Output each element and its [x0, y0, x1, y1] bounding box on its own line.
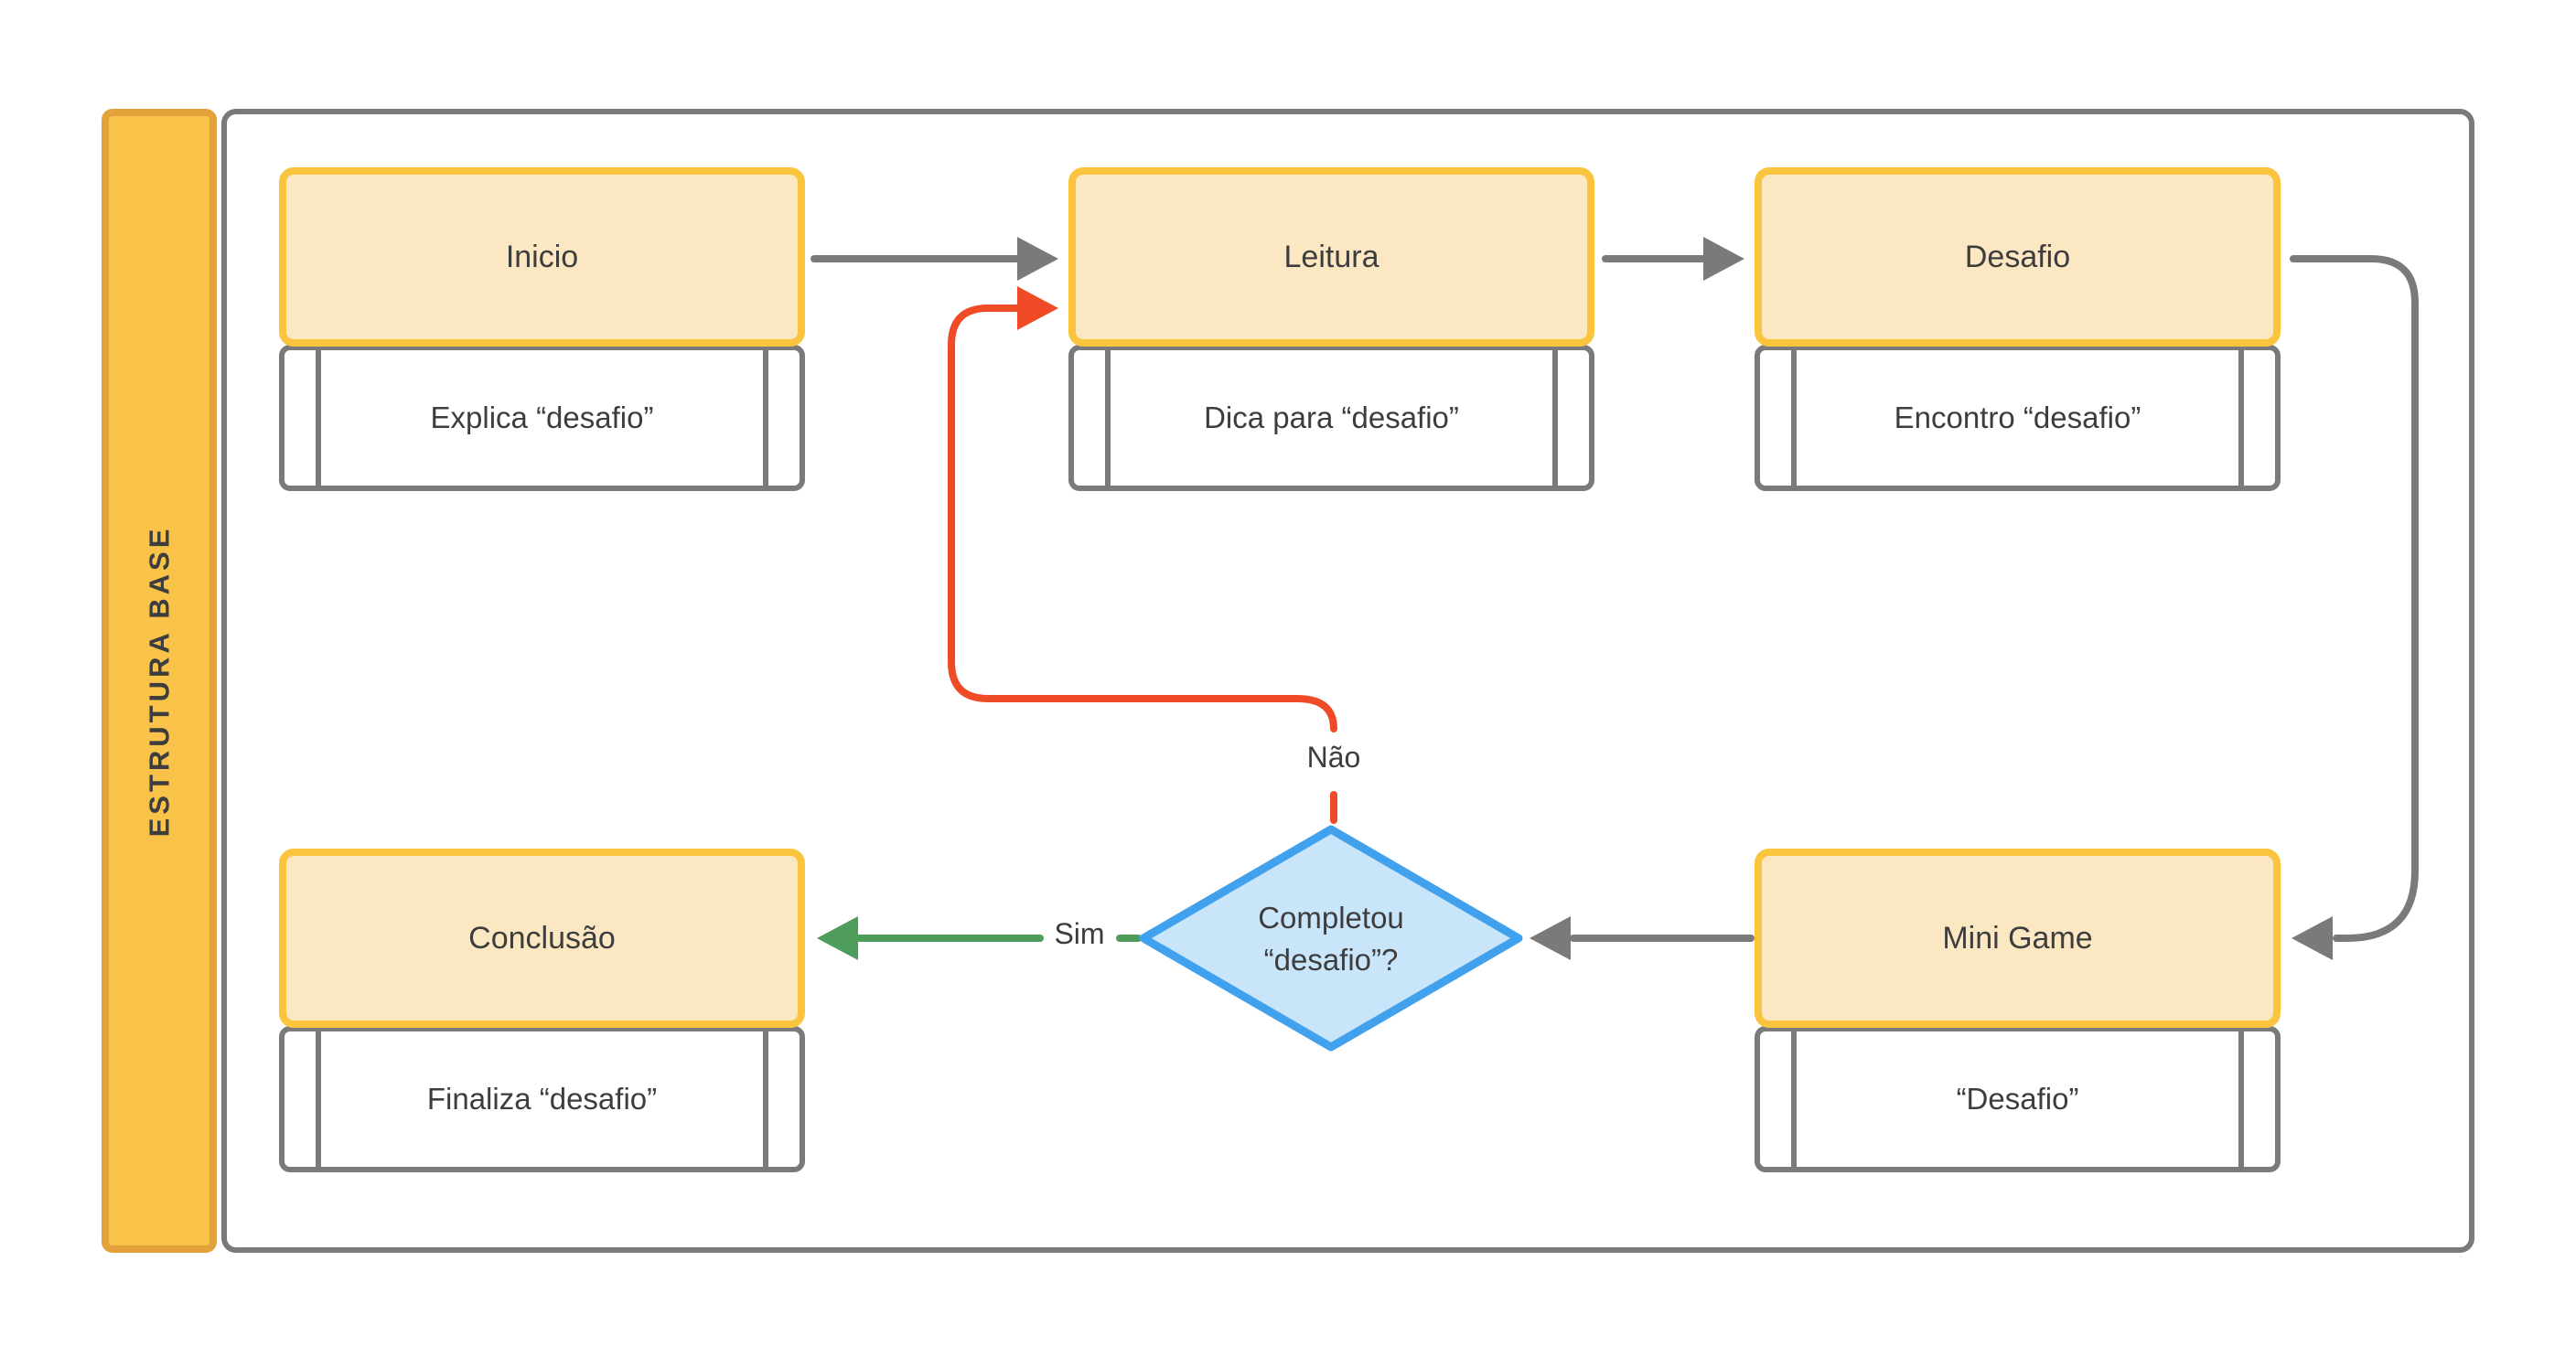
- subprocess-line-left: [316, 1031, 321, 1167]
- node-minigame-subprocess: “Desafio”: [1755, 1026, 2281, 1172]
- node-conclusao-box: Conclusão: [279, 849, 805, 1028]
- node-minigame-box: Mini Game: [1755, 849, 2281, 1028]
- node-leitura-subprocess: Dica para “desafio”: [1068, 345, 1594, 491]
- node-leitura-title: Leitura: [1283, 239, 1379, 274]
- node-inicio-subprocess: Explica “desafio”: [279, 345, 805, 491]
- node-desafio-subtitle: Encontro “desafio”: [1894, 401, 2141, 434]
- node-minigame-subtitle: “Desafio”: [1956, 1082, 2079, 1116]
- node-conclusao-title: Conclusão: [468, 920, 616, 956]
- decision-label: Completou “desafio”?: [1166, 897, 1496, 981]
- subprocess-line-right: [2238, 1031, 2244, 1167]
- node-inicio: Explica “desafio” Inicio: [279, 167, 805, 493]
- edge-label-sim: Sim: [1054, 917, 1105, 950]
- lane-label: ESTRUTURA BASE: [143, 525, 176, 837]
- node-desafio-box: Desafio: [1755, 167, 2281, 347]
- node-minigame-title: Mini Game: [1942, 920, 2093, 956]
- edge-label-nao: Não: [1306, 741, 1361, 774]
- node-leitura: Dica para “desafio” Leitura: [1068, 167, 1594, 493]
- diagram-frame: [221, 109, 2474, 1253]
- node-leitura-subtitle: Dica para “desafio”: [1204, 401, 1459, 434]
- decision-label-line2: “desafio”?: [1263, 943, 1399, 977]
- lane-estrutura-base: ESTRUTURA BASE: [102, 109, 217, 1253]
- subprocess-line-right: [763, 1031, 768, 1167]
- node-inicio-box: Inicio: [279, 167, 805, 347]
- decision-label-line1: Completou: [1258, 901, 1404, 935]
- subprocess-line-left: [316, 350, 321, 486]
- subprocess-line-right: [2238, 350, 2244, 486]
- node-inicio-subtitle: Explica “desafio”: [430, 401, 654, 434]
- subprocess-line-right: [1552, 350, 1558, 486]
- subprocess-line-left: [1791, 1031, 1797, 1167]
- node-minigame: “Desafio” Mini Game: [1755, 849, 2281, 1174]
- node-conclusao: Finaliza “desafio” Conclusão: [279, 849, 805, 1174]
- node-desafio-title: Desafio: [1964, 239, 2071, 274]
- node-conclusao-subprocess: Finaliza “desafio”: [279, 1026, 805, 1172]
- node-conclusao-subtitle: Finaliza “desafio”: [426, 1082, 658, 1116]
- subprocess-line-left: [1791, 350, 1797, 486]
- subprocess-line-right: [763, 350, 768, 486]
- subprocess-line-left: [1105, 350, 1111, 486]
- node-inicio-title: Inicio: [505, 239, 579, 274]
- node-desafio-subprocess: Encontro “desafio”: [1755, 345, 2281, 491]
- node-desafio: Encontro “desafio” Desafio: [1755, 167, 2281, 493]
- node-leitura-box: Leitura: [1068, 167, 1594, 347]
